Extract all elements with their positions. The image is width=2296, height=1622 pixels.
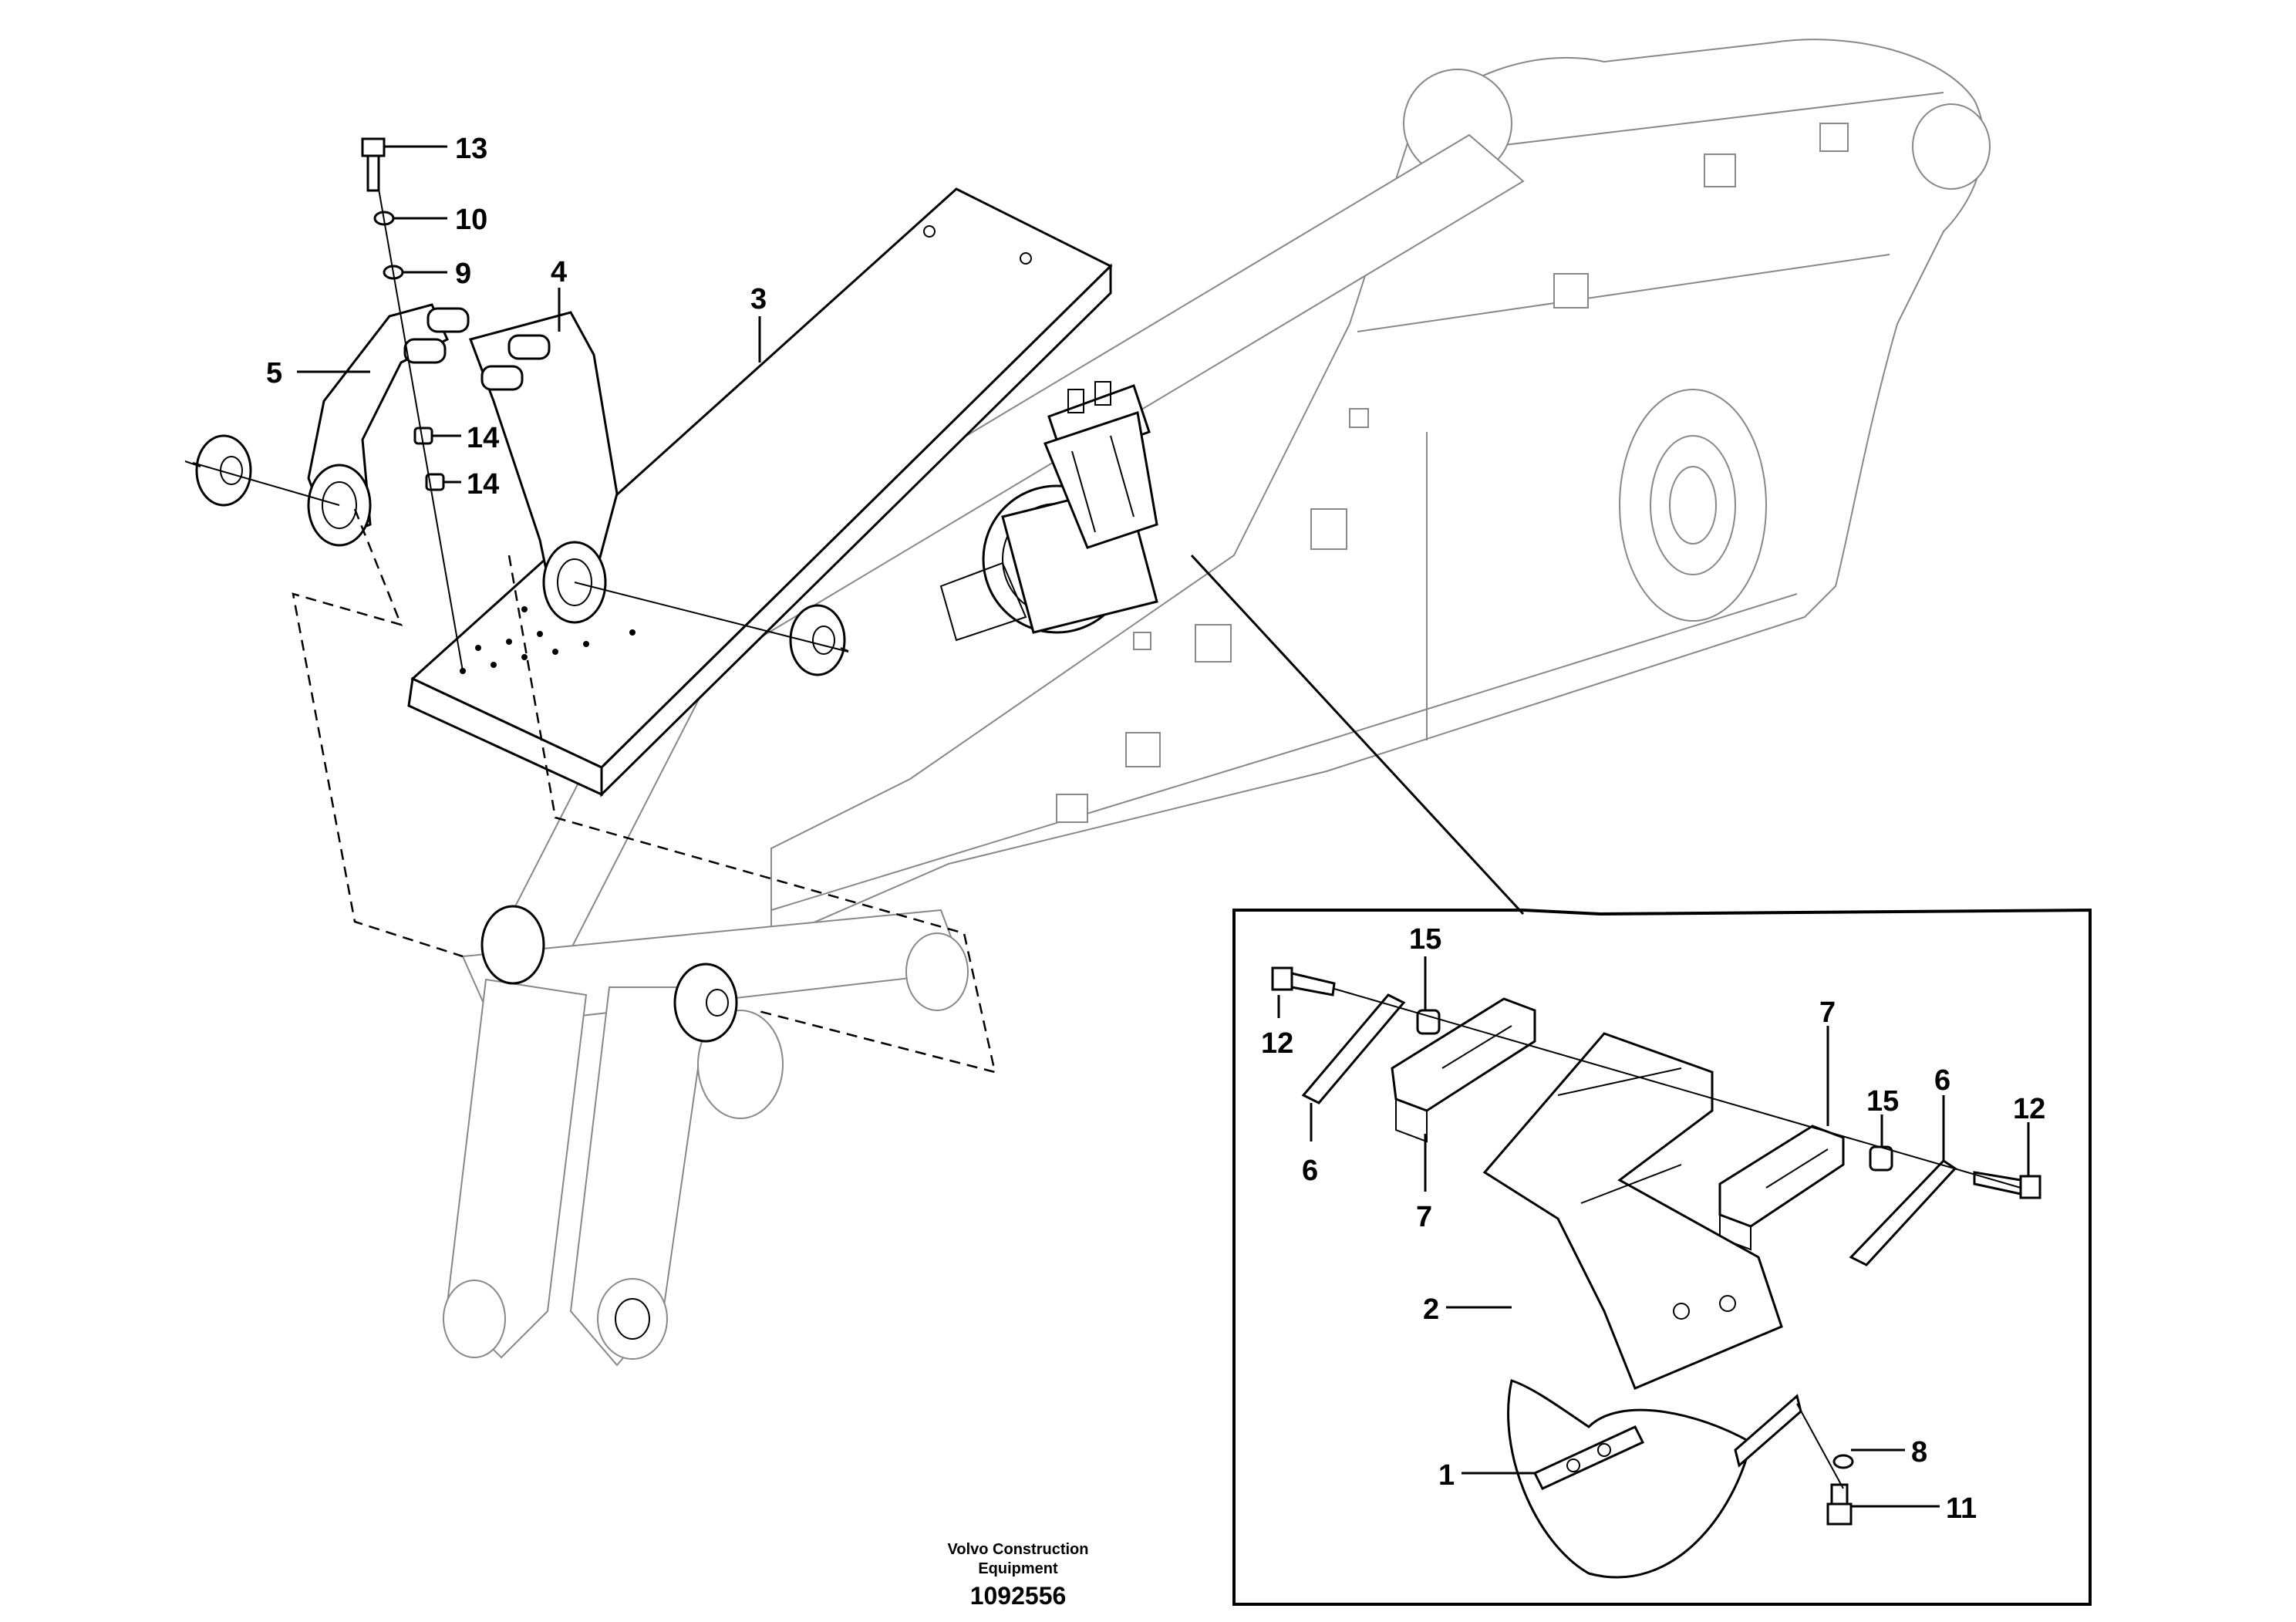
detail-view bbox=[1232, 908, 2092, 1606]
block-part-7-right bbox=[1718, 1125, 1845, 1251]
callout-labels: 13 10 9 4 3 5 14 14 15 12 6 7 7 15 6 12 … bbox=[266, 133, 2045, 1525]
callout-12-left: 12 bbox=[1261, 1027, 1293, 1060]
callout-10: 10 bbox=[455, 204, 487, 236]
caption-company-line1: Volvo Construction bbox=[948, 1541, 1089, 1558]
block-part-7-left bbox=[1391, 997, 1536, 1143]
callout-6-left: 6 bbox=[1302, 1155, 1318, 1187]
callout-12-right: 12 bbox=[2013, 1093, 2045, 1125]
bolt-part-12-left bbox=[1271, 966, 1336, 996]
plate-part-6-left bbox=[1301, 993, 1406, 1104]
bracket-slots bbox=[403, 307, 551, 391]
hose-clamp-installed bbox=[1043, 381, 1158, 549]
callout-14-upper: 14 bbox=[467, 422, 499, 454]
callout-11: 11 bbox=[1946, 1492, 1977, 1525]
linkage-assembly bbox=[443, 905, 969, 1367]
caption-block: Volvo Construction Equipment 1092556 bbox=[948, 1541, 1089, 1610]
callout-13: 13 bbox=[455, 133, 487, 165]
callout-7-left: 7 bbox=[1416, 1201, 1432, 1233]
caption-company-line2: Equipment bbox=[978, 1560, 1058, 1577]
bolt-part-12-right bbox=[1973, 1171, 2041, 1199]
assembly-dashed-lines bbox=[192, 462, 996, 1074]
bolt-part-13 bbox=[361, 137, 386, 192]
callout-1: 1 bbox=[1438, 1459, 1455, 1492]
callout-leaders bbox=[297, 145, 2030, 1508]
callout-7-right: 7 bbox=[1819, 996, 1836, 1029]
bolt-part-11 bbox=[1826, 1483, 1853, 1526]
hose-guard-part-3 bbox=[407, 187, 1113, 798]
callout-2: 2 bbox=[1423, 1293, 1439, 1326]
callout-3: 3 bbox=[750, 283, 767, 315]
callout-5: 5 bbox=[266, 357, 282, 389]
washer-part-8 bbox=[1832, 1454, 1854, 1469]
callout-6-right: 6 bbox=[1934, 1064, 1950, 1097]
bolt-axis-line bbox=[378, 188, 464, 672]
caption-drawing-number: 1092556 bbox=[970, 1582, 1067, 1610]
detail-pointer bbox=[1190, 554, 1525, 916]
callout-4: 4 bbox=[551, 256, 567, 288]
bracket-part-2 bbox=[1482, 1032, 1783, 1390]
spacer-part-15-left bbox=[1416, 1009, 1441, 1035]
callout-14-lower: 14 bbox=[467, 468, 499, 501]
spacer-right bbox=[789, 604, 849, 676]
plate-part-6-right bbox=[1849, 1159, 1957, 1266]
spacer-part-15-right bbox=[1869, 1145, 1893, 1172]
callout-15-left: 15 bbox=[1409, 923, 1441, 956]
callout-15-right: 15 bbox=[1866, 1085, 1899, 1118]
callout-8: 8 bbox=[1911, 1436, 1927, 1469]
callout-9: 9 bbox=[455, 258, 471, 290]
clamp-part-1 bbox=[1507, 1379, 1802, 1579]
